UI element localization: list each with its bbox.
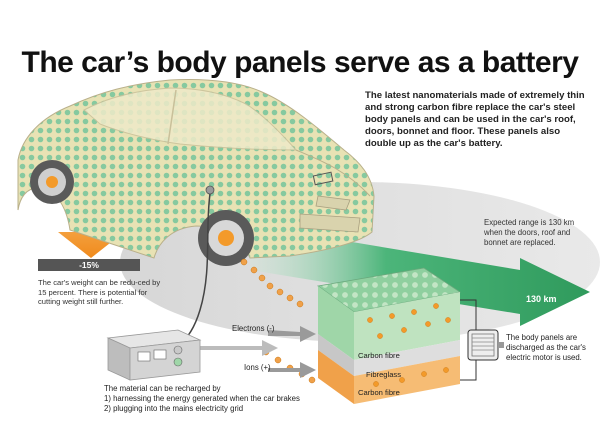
battery-right-top [354,292,460,360]
weight-note: The car's weight can be redu-ced by 15 p… [38,278,161,307]
charge-port [205,185,215,195]
battery-right-glass [354,340,460,376]
battery-front-top [318,286,354,360]
intro-text: The latest nanomaterials made of extreme… [365,90,585,149]
page-title: The car’s body panels serve as a battery [21,46,579,79]
weight-badge: -15% [38,259,140,271]
battery-to-motor-wire [460,299,477,330]
motor-note: The body panels are discharged as the ca… [506,333,586,362]
battery-front-glass [318,334,354,376]
car-grille [299,213,361,233]
range-value: 130 km [526,294,557,304]
car-headlight [315,195,351,211]
layer-carbon-fibre-top: Carbon fibre [358,351,400,360]
layer-carbon-fibre-bottom: Carbon fibre [358,388,400,397]
electrons-label: Electrons (-) [232,324,275,333]
car [17,79,375,266]
electric-motor [467,329,504,361]
car-window [83,87,298,151]
battery-to-motor-wire-2 [460,360,477,381]
wall-charger [106,329,202,381]
roof-panel-marker [312,171,334,186]
battery-cube [316,267,462,404]
car-hood-line [295,149,371,197]
battery-front-bottom [318,350,354,404]
recharge-line-2: 1) harnessing the energy generated when … [104,393,300,403]
battery-right-bottom [354,356,460,404]
electrons-arrow [268,326,316,342]
ions-arrow [268,362,316,378]
layer-fibreglass: Fibreglass [366,370,402,379]
recharge-note: The material can be recharged by 1) harn… [104,384,364,413]
charger-to-battery-arrow [200,340,278,356]
car-window-divider [167,89,177,145]
ions-label: Ions (+) [244,363,271,372]
recharge-line-1: The material can be recharged by [104,384,221,393]
range-note: Expected range is 130 km when the doors,… [484,218,575,247]
recharge-line-3: 2) plugging into the mains electricity g… [104,403,244,413]
